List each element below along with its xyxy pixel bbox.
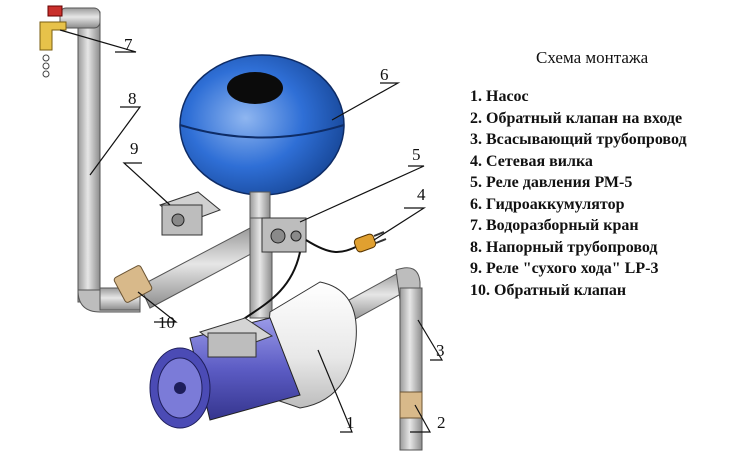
check-valve <box>113 265 153 303</box>
callout-1: 1 <box>346 413 355 432</box>
callout-3: 3 <box>436 341 445 360</box>
legend-item: 6. Гидроаккумулятор <box>470 195 625 213</box>
pressure-relay <box>261 217 307 253</box>
legend-item: 2. Обратный клапан на входе <box>470 109 683 127</box>
legend-item: 10. Обратный клапан <box>470 281 627 299</box>
dry-run-relay <box>159 191 221 236</box>
legend-list: 1. Насос 2. Обратный клапан на входе 3. … <box>470 86 745 301</box>
legend-item: 4. Сетевая вилка <box>470 152 593 170</box>
pump <box>149 281 357 429</box>
callout-4: 4 <box>417 185 426 204</box>
leader-lines <box>59 29 444 433</box>
hydraulic-accumulator <box>179 54 345 223</box>
legend-title: Схема монтажа <box>536 48 649 67</box>
legend-item: 8. Напорный трубопровод <box>470 238 658 256</box>
callout-5: 5 <box>412 145 421 164</box>
callout-8: 8 <box>128 89 137 108</box>
callout-2: 2 <box>437 413 446 432</box>
callout-7: 7 <box>124 35 133 54</box>
callout-10: 10 <box>158 313 175 332</box>
legend-item: 5. Реле давления РМ-5 <box>470 174 633 191</box>
legend-item: 3. Всасывающий трубопровод <box>470 131 687 148</box>
callout-9: 9 <box>130 139 139 158</box>
legend: Схема монтажа 1. Насос 2. Обратный клапа… <box>470 48 745 301</box>
legend-item: 7. Водоразборный кран <box>470 217 639 234</box>
legend-item: 1. Насос <box>470 88 529 105</box>
faucet <box>39 5 67 78</box>
inlet-check-valve <box>399 391 423 419</box>
callout-6: 6 <box>380 65 389 84</box>
legend-item: 9. Реле "сухого хода" LP-3 <box>470 260 659 277</box>
